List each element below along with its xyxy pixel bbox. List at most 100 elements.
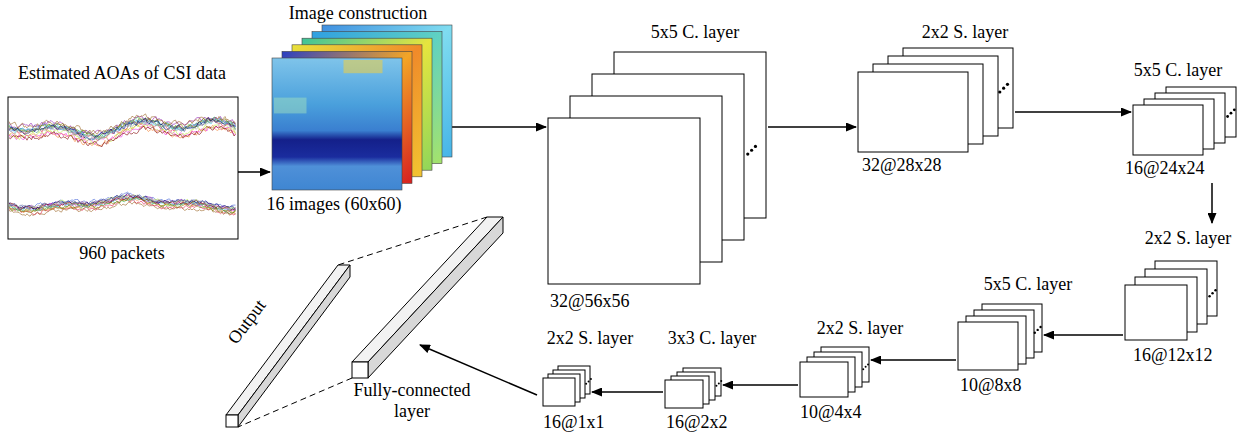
arrow-connector (1015, 111, 1131, 113)
layer-label: 10@4x4 (800, 402, 862, 423)
ellipsis-dot (720, 380, 722, 382)
layer-label: 16 images (60x60) (267, 194, 402, 215)
layer-label: Output (224, 296, 271, 349)
shape-art (8, 97, 238, 239)
ellipsis-dot (1006, 83, 1009, 86)
dense-layer: Output (226, 265, 350, 427)
arrow-connector (768, 126, 856, 128)
shape-art (226, 265, 350, 427)
shape-art (800, 347, 869, 397)
shape-art (1125, 261, 1217, 340)
ellipsis-dot (1034, 332, 1036, 334)
layer-stack: 2x2 S. layer10@4x4 (800, 347, 869, 397)
aoa-plot: Estimated AOAs of CSI data960 packets (8, 97, 238, 239)
layer-label: 16@12x12 (1133, 345, 1213, 366)
dashed-connector (238, 217, 487, 427)
arrow-connector (238, 171, 270, 173)
layer-title: 2x2 S. layer (817, 318, 903, 339)
arrow-connector (1211, 183, 1213, 223)
aoa-trace (9, 193, 236, 209)
feature-map (858, 72, 968, 152)
ellipsis-dot (585, 383, 587, 385)
shape-art (858, 48, 1013, 152)
image-stack: Image construction16 images (60x60) (272, 25, 452, 190)
aoa-trace (9, 118, 236, 140)
layer-title: Estimated AOAs of CSI data (18, 63, 226, 84)
shape-art (543, 366, 590, 406)
ellipsis-dot (1039, 326, 1041, 328)
feature-map (543, 378, 575, 406)
ellipsis-dot (862, 368, 864, 370)
ellipsis-dot (867, 363, 869, 365)
arrow-connector (871, 359, 956, 361)
layer-label: 32@56x56 (550, 291, 630, 312)
shape-art (548, 52, 766, 284)
layer-label: 960 packets (79, 243, 164, 264)
aoa-trace (9, 198, 236, 214)
layer-title: 2x2 S. layer (922, 22, 1008, 43)
layer-label: 32@28x28 (862, 155, 942, 176)
layer-stack: 2x2 S. layer16@12x12 (1125, 261, 1217, 340)
ellipsis-dot (754, 145, 757, 148)
dense-layer: Fully-connected layer (352, 217, 503, 378)
ellipsis-dot (1002, 87, 1005, 90)
shape-art (1133, 87, 1236, 155)
layer-stack: 5x5 C. layer32@56x56 (548, 52, 766, 284)
heatmap-patch (274, 98, 307, 114)
aoa-trace (9, 195, 236, 212)
arrow-connector (452, 126, 546, 128)
layer-label: 16@1x1 (543, 412, 605, 433)
ellipsis-dot (750, 149, 753, 152)
feature-map (800, 362, 848, 397)
shape-art (665, 368, 721, 408)
layer-title: 5x5 C. layer (1134, 60, 1222, 81)
bar-end (226, 415, 238, 427)
ellipsis-dot (1211, 292, 1213, 294)
layer-stack: 5x5 C. layer16@24x24 (1133, 87, 1236, 155)
layer-label: 10@8x8 (960, 375, 1022, 396)
ellipsis-dot (746, 153, 749, 156)
arrow-connector (592, 391, 663, 393)
layer-label: Fully-connected layer (346, 380, 478, 422)
ellipsis-dot (715, 385, 717, 387)
layer-label: 16@24x24 (1125, 158, 1205, 179)
feature-map (958, 322, 1018, 370)
ellipsis-dot (865, 366, 867, 368)
ellipsis-dot (998, 90, 1001, 93)
bar-face (238, 265, 350, 427)
bar-end (352, 362, 368, 378)
layer-stack: 5x5 C. layer10@8x8 (958, 304, 1042, 370)
bar-face (368, 217, 503, 378)
ellipsis-dot (1036, 329, 1038, 331)
shape-art (958, 304, 1042, 370)
heatmap-image (272, 58, 402, 190)
ellipsis-dot (1226, 115, 1229, 118)
ellipsis-dot (1233, 108, 1236, 111)
heatmap-patch (344, 60, 383, 73)
bar-face (352, 217, 503, 362)
shape-art (352, 217, 503, 378)
layer-title: 2x2 S. layer (547, 328, 633, 349)
layer-title: 5x5 C. layer (984, 274, 1072, 295)
layer-title: 3x3 C. layer (668, 328, 756, 349)
feature-map (1125, 285, 1187, 340)
ellipsis-dot (718, 382, 720, 384)
aoa-trace (9, 194, 236, 209)
aoa-trace (9, 119, 236, 140)
ellipsis-dot (1208, 295, 1210, 297)
layer-label: 16@2x2 (666, 412, 728, 433)
feature-map (548, 118, 700, 284)
arrow-connector (723, 384, 798, 386)
layer-stack: 2x2 S. layer32@28x28 (858, 48, 1013, 152)
layer-title: 5x5 C. layer (651, 22, 739, 43)
feature-map (1133, 105, 1203, 155)
layer-title: 2x2 S. layer (1145, 228, 1231, 249)
layer-title: Image construction (289, 3, 427, 24)
ellipsis-dot (588, 380, 590, 382)
shape-art (272, 25, 452, 190)
plot-frame (8, 97, 238, 239)
ellipsis-dot (590, 378, 592, 380)
feature-map (665, 380, 703, 408)
arrow-connector (1044, 334, 1123, 336)
